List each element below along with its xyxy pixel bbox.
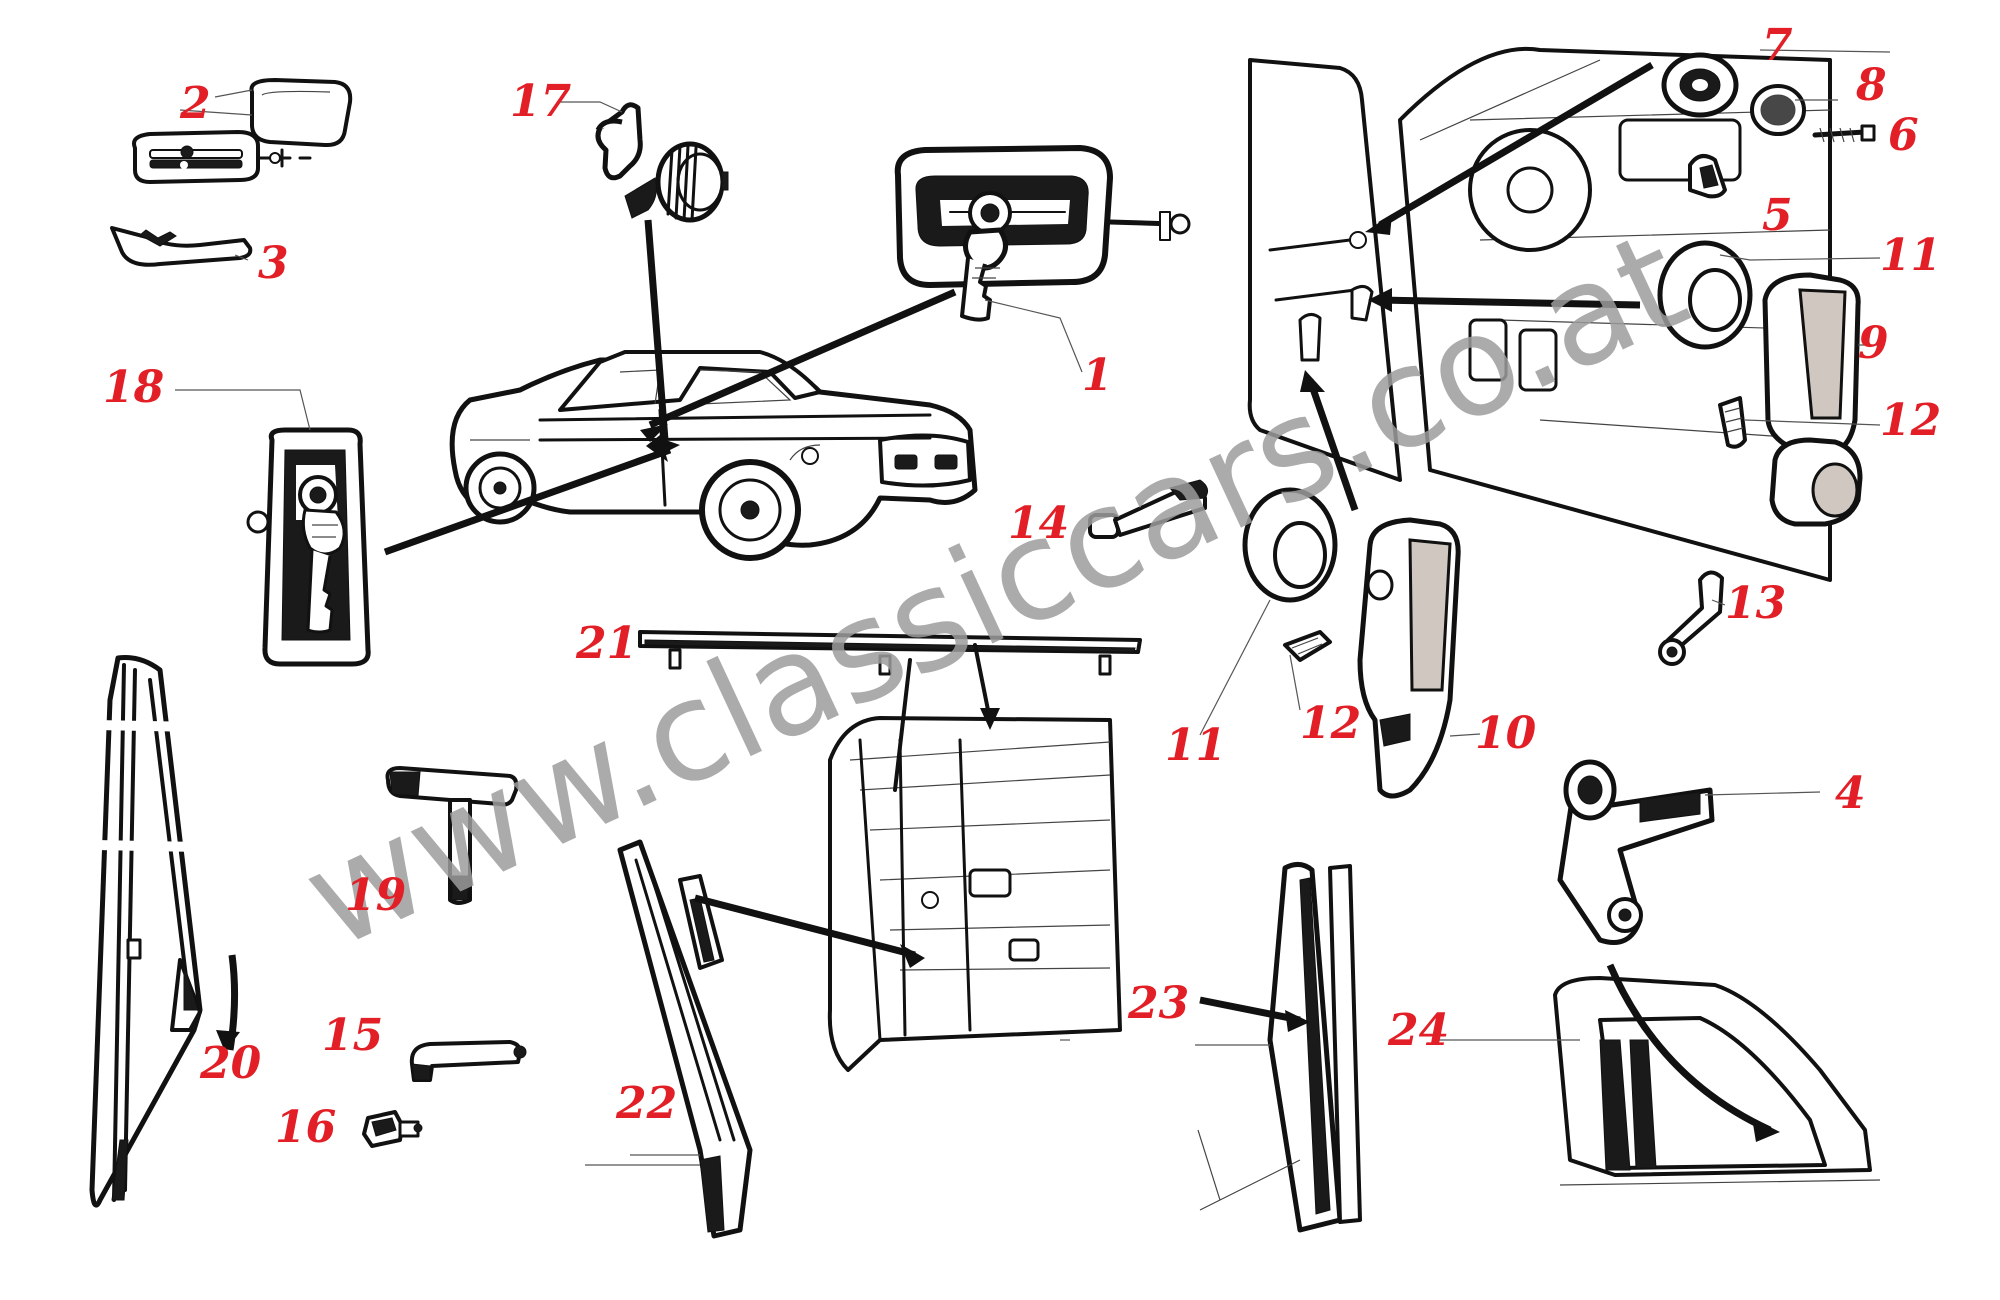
part-3-handle-grip-drawing <box>110 130 312 267</box>
part-18-door-pull-drawing <box>246 427 371 667</box>
door-frame-drawing <box>827 716 1122 1072</box>
label-part-15: 15 <box>322 1010 383 1061</box>
part-15-pull-handle-drawing <box>409 1040 527 1082</box>
label-part-8: 8 <box>1855 60 1887 111</box>
label-part-4: 4 <box>1835 768 1866 819</box>
label-part-19: 19 <box>345 870 406 921</box>
part-22-guide-strip-drawing <box>617 839 753 1239</box>
part-10-door-handle-trim-drawing <box>1357 517 1461 799</box>
part-1-door-handle-drawing <box>894 145 1191 322</box>
part-9-crank-handle-drawing <box>1762 272 1863 527</box>
part-12-lower-pin-drawing <box>1283 630 1332 662</box>
label-part-17: 17 <box>510 76 572 127</box>
leader-lines <box>175 49 1891 1166</box>
part-11-upper-escutcheon-drawing <box>1657 240 1753 350</box>
label-part-21: 21 <box>575 618 637 669</box>
label-part-24: 24 <box>1387 1005 1449 1056</box>
part-24-quarter-window-drawing <box>1553 976 1881 1186</box>
part-21-trim-strip-drawing <box>638 630 1142 676</box>
label-part-12-upper: 12 <box>1880 395 1941 446</box>
label-part-1: 1 <box>1082 350 1113 401</box>
label-part-16: 16 <box>275 1102 336 1153</box>
label-part-20: 20 <box>199 1038 262 1089</box>
label-part-22: 22 <box>615 1078 677 1129</box>
label-part-6: 6 <box>1888 110 1919 161</box>
alfa-coupe-car-drawing <box>449 350 978 561</box>
part-8-cap-drawing <box>1750 84 1806 136</box>
label-part-11-lower: 11 <box>1165 720 1226 771</box>
part-16-stud-drawing <box>362 1110 423 1148</box>
label-part-11-upper: 11 <box>1880 230 1941 281</box>
part-13-crank-drawing <box>1658 570 1724 666</box>
label-part-23: 23 <box>1127 978 1189 1029</box>
label-part-12-lower: 12 <box>1300 698 1361 749</box>
part-14-window-crank-drawing <box>1088 479 1209 539</box>
part-11-lower-escutcheon-drawing <box>1242 487 1338 603</box>
label-part-14: 14 <box>1008 498 1069 549</box>
part-23-seal-strip-drawing <box>1197 862 1362 1233</box>
part-5-clip-drawing <box>1688 154 1727 199</box>
label-part-7: 7 <box>1762 20 1793 71</box>
label-part-18: 18 <box>103 362 164 413</box>
part-17-lock-cylinder-drawing <box>595 102 729 223</box>
part-19-t-key-drawing <box>385 766 519 905</box>
part-12-upper-pin-drawing <box>1718 396 1747 449</box>
part-6-screw-drawing <box>1812 124 1876 143</box>
pointer-arrows <box>216 61 1780 1142</box>
part-7-knob-drawing <box>1661 52 1739 118</box>
label-part-13: 13 <box>1725 578 1786 629</box>
label-part-5: 5 <box>1762 190 1793 241</box>
label-part-9: 9 <box>1858 318 1889 369</box>
part-20-window-channel-drawing <box>89 655 203 1208</box>
label-part-2: 2 <box>179 78 211 129</box>
label-part-3: 3 <box>258 238 289 289</box>
label-part-10: 10 <box>1475 708 1537 759</box>
part-2-handle-cover-drawing <box>249 78 353 148</box>
part-number-labels: 1 2 3 4 5 6 7 8 9 10 11 11 12 12 13 14 1… <box>103 20 1941 1153</box>
part-4-lock-mechanism-drawing <box>1557 759 1715 945</box>
